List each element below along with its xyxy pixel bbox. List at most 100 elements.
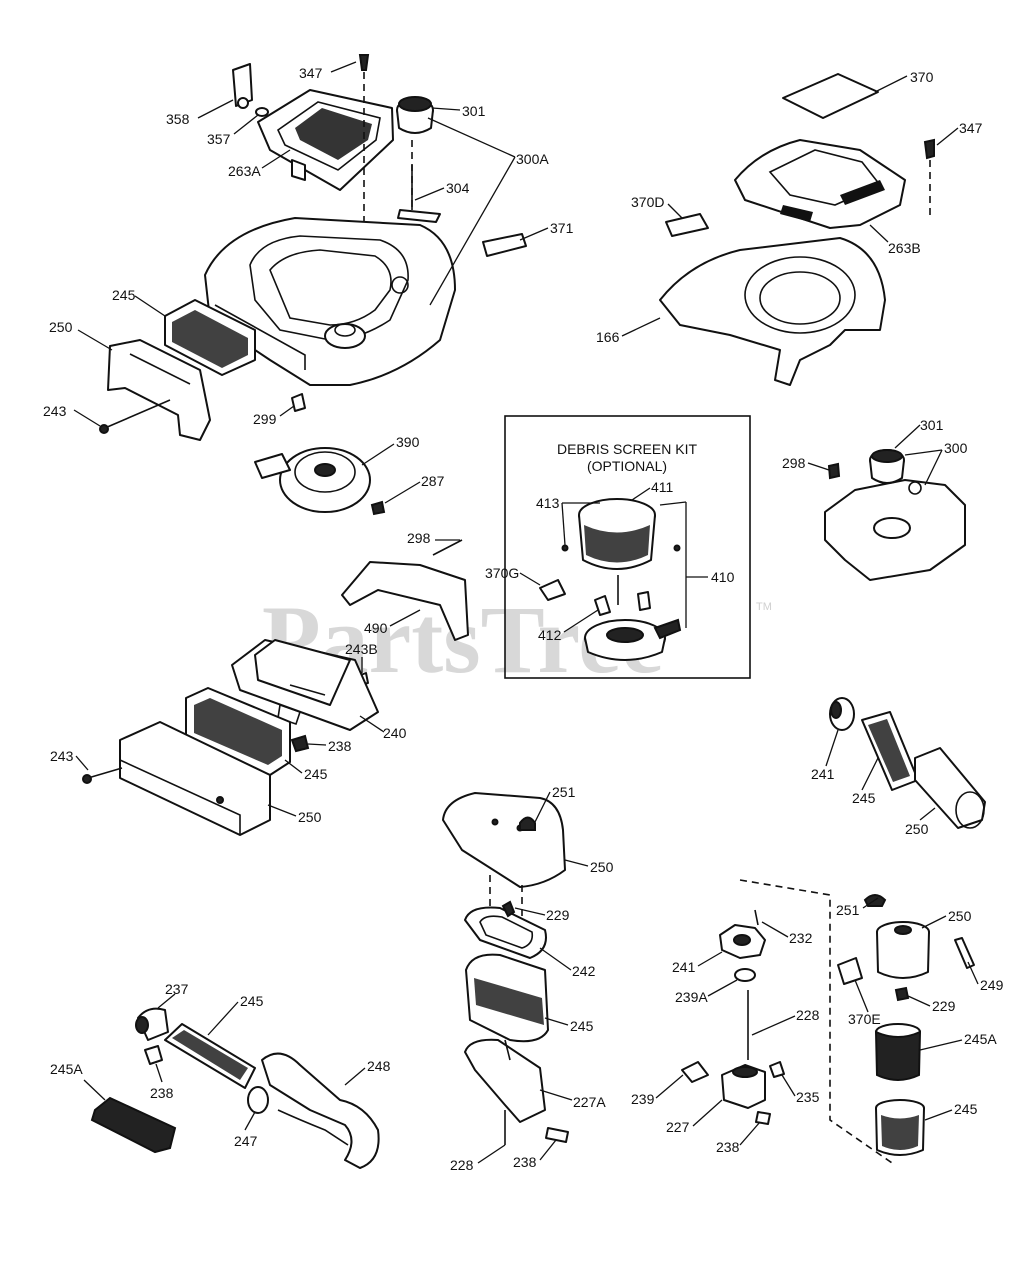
callout-228-b: 228 xyxy=(796,1007,820,1023)
callout-227: 227 xyxy=(666,1119,690,1135)
part-411-screen xyxy=(578,498,656,570)
part-245-filter-f xyxy=(164,1023,256,1089)
part-166-blower-housing xyxy=(659,237,886,386)
kit-subtitle: (OPTIONAL) xyxy=(587,458,667,474)
callout-245-e: 245 xyxy=(954,1101,978,1117)
part-250-cover-b xyxy=(119,721,271,836)
part-235-clip xyxy=(769,1061,785,1078)
part-239A-washer xyxy=(734,968,756,982)
part-238-screw-d xyxy=(144,1045,163,1065)
part-243-head-b xyxy=(82,774,92,784)
part-245A-prefilter-b xyxy=(874,1023,922,1081)
part-240-base xyxy=(231,639,379,731)
part-263A-cover xyxy=(257,89,394,191)
callout-232: 232 xyxy=(789,930,813,946)
part-238-bolt-b xyxy=(545,1127,569,1143)
part-245A-prefilter-a xyxy=(90,1096,177,1154)
part-301-fuel-cap xyxy=(396,96,434,134)
part-245-filter-a xyxy=(164,299,256,376)
callout-245-b: 245 xyxy=(304,766,328,782)
part-shroud-main xyxy=(204,217,456,386)
part-229-fastener-a xyxy=(501,900,516,918)
callout-237: 237 xyxy=(165,981,189,997)
callout-245A-b: 245A xyxy=(964,1031,997,1047)
callout-304: 304 xyxy=(446,180,470,196)
callout-238-c: 238 xyxy=(716,1139,740,1155)
callout-228: 228 xyxy=(450,1157,474,1173)
part-241-adapter-b xyxy=(719,924,766,959)
callout-250-e: 250 xyxy=(948,908,972,924)
callout-250-b: 250 xyxy=(298,809,322,825)
part-370D-decal xyxy=(665,213,709,237)
callout-251-b: 251 xyxy=(836,902,860,918)
callout-347-b: 347 xyxy=(959,120,983,136)
part-370E-decal xyxy=(837,957,863,985)
part-247-clamp xyxy=(247,1086,269,1114)
kit-title: DEBRIS SCREEN KIT xyxy=(557,441,697,457)
callout-245A: 245A xyxy=(50,1061,83,1077)
callout-249: 249 xyxy=(980,977,1004,993)
callout-229: 229 xyxy=(546,907,570,923)
part-371-decal xyxy=(482,233,527,257)
callout-243-b: 243 xyxy=(50,748,74,764)
part-370-gasket xyxy=(782,73,879,119)
part-299-clip xyxy=(291,393,306,412)
part-243-bolt-a xyxy=(104,399,171,429)
part-298-screw-b xyxy=(827,462,841,480)
callout-247: 247 xyxy=(234,1133,258,1149)
part-412-clips xyxy=(594,575,651,616)
part-250-cover-d xyxy=(442,792,566,888)
part-490-baffle xyxy=(341,561,469,641)
callout-299: 299 xyxy=(253,411,277,427)
part-242-gasket xyxy=(464,906,547,959)
part-250-cover-a xyxy=(107,339,211,441)
callout-241-b: 241 xyxy=(672,959,696,975)
part-358-bracket xyxy=(232,63,253,109)
part-227A-base xyxy=(464,1038,546,1123)
callout-490: 490 xyxy=(364,620,388,636)
callout-301: 301 xyxy=(462,103,486,119)
part-413-pin-b xyxy=(673,544,681,552)
part-410-screen-base xyxy=(584,618,682,661)
part-241-adapter-a xyxy=(829,697,855,731)
callout-166: 166 xyxy=(596,329,620,345)
part-243-bolt-b xyxy=(87,767,123,779)
callout-370G: 370G xyxy=(485,565,519,581)
callout-370E: 370E xyxy=(848,1011,881,1027)
callout-287: 287 xyxy=(421,473,445,489)
callout-250-d: 250 xyxy=(590,859,614,875)
part-251-nut-a xyxy=(519,816,536,831)
callout-238-d: 238 xyxy=(150,1085,174,1101)
part-347-screw-a xyxy=(358,54,370,71)
callout-245-c: 245 xyxy=(852,790,876,806)
callout-229-b: 229 xyxy=(932,998,956,1014)
callout-347: 347 xyxy=(299,65,323,81)
part-301-fuel-cap-b xyxy=(869,449,905,484)
callout-390: 390 xyxy=(396,434,420,450)
callout-412: 412 xyxy=(538,627,562,643)
callout-250-c: 250 xyxy=(905,821,929,837)
callout-labels: 347 301 358 357 263A 300A 304 371 245 25… xyxy=(43,65,1004,1173)
part-245-filter-c xyxy=(861,711,919,791)
part-243-head-a xyxy=(99,424,109,434)
callout-263B: 263B xyxy=(888,240,921,256)
callout-242: 242 xyxy=(572,963,596,979)
callout-245-f: 245 xyxy=(240,993,264,1009)
callout-238: 238 xyxy=(328,738,352,754)
callout-371: 371 xyxy=(550,220,574,236)
part-238-screw-a xyxy=(290,734,310,753)
part-245-filter-e xyxy=(875,1099,925,1156)
callout-251: 251 xyxy=(552,784,576,800)
part-237-elbow xyxy=(135,1007,169,1041)
part-229-fastener-b xyxy=(894,986,910,1002)
callout-245-d: 245 xyxy=(570,1018,594,1034)
part-250-cover-c xyxy=(914,747,986,829)
callout-238-b: 238 xyxy=(513,1154,537,1170)
callout-250: 250 xyxy=(49,319,73,335)
callout-235: 235 xyxy=(796,1089,820,1105)
callout-241: 241 xyxy=(811,766,835,782)
part-413-pin-a xyxy=(561,544,569,552)
part-370G-decal xyxy=(539,579,566,601)
part-347-screw-b xyxy=(923,138,935,160)
